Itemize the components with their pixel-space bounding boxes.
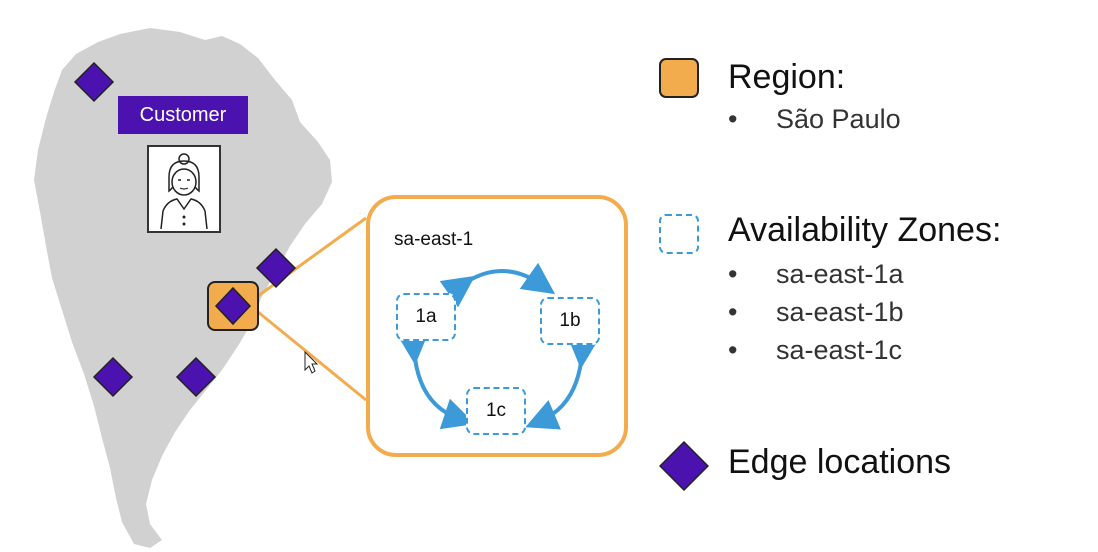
az-1c: 1c [466, 387, 526, 435]
az-1b: 1b [540, 297, 600, 345]
edge-location-marker [73, 61, 115, 103]
az-name: sa-east-1a [776, 259, 904, 289]
bullet: • [728, 104, 738, 134]
edge-location-marker [175, 356, 217, 398]
zoom-connector-bottom [257, 310, 367, 402]
list-item: • sa-east-1a [728, 255, 904, 293]
region-name: São Paulo [776, 104, 901, 134]
arrow-1a-1c [396, 331, 476, 430]
az-1a: 1a [396, 293, 456, 341]
dashed-square-icon [659, 214, 699, 254]
bullet: • [728, 335, 738, 365]
az-connection-arrows [396, 262, 600, 430]
az-name: sa-east-1c [776, 335, 903, 365]
person-avatar-icon [160, 153, 208, 230]
diamond-icon [659, 441, 709, 491]
list-item: • São Paulo [728, 100, 901, 138]
az-name: sa-east-1b [776, 297, 904, 327]
legend-az-heading: Availability Zones: [728, 211, 1002, 249]
legend-region-list: • São Paulo [728, 100, 901, 138]
region-zoom-box: sa-east-1 1a 1b 1c [366, 195, 628, 457]
legend-edge-heading: Edge locations [728, 443, 952, 481]
list-item: • sa-east-1b [728, 293, 904, 331]
edge-location-marker [214, 286, 252, 326]
customer-avatar [147, 145, 221, 233]
customer-label: Customer [118, 96, 248, 134]
region-square-icon [659, 58, 699, 98]
arrow-1a-1b [439, 262, 556, 308]
mouse-cursor-icon [304, 350, 319, 374]
legend-az-list: • sa-east-1a • sa-east-1b • sa-east-1c [728, 255, 904, 369]
south-america-map [34, 28, 332, 548]
arrow-1b-1c [525, 335, 600, 430]
list-item: • sa-east-1c [728, 331, 904, 369]
region-code: sa-east-1 [394, 229, 474, 250]
bullet: • [728, 259, 738, 289]
legend-region-heading: Region: [728, 58, 846, 96]
edge-location-marker [92, 356, 134, 398]
bullet: • [728, 297, 738, 327]
edge-location-marker [255, 247, 297, 289]
